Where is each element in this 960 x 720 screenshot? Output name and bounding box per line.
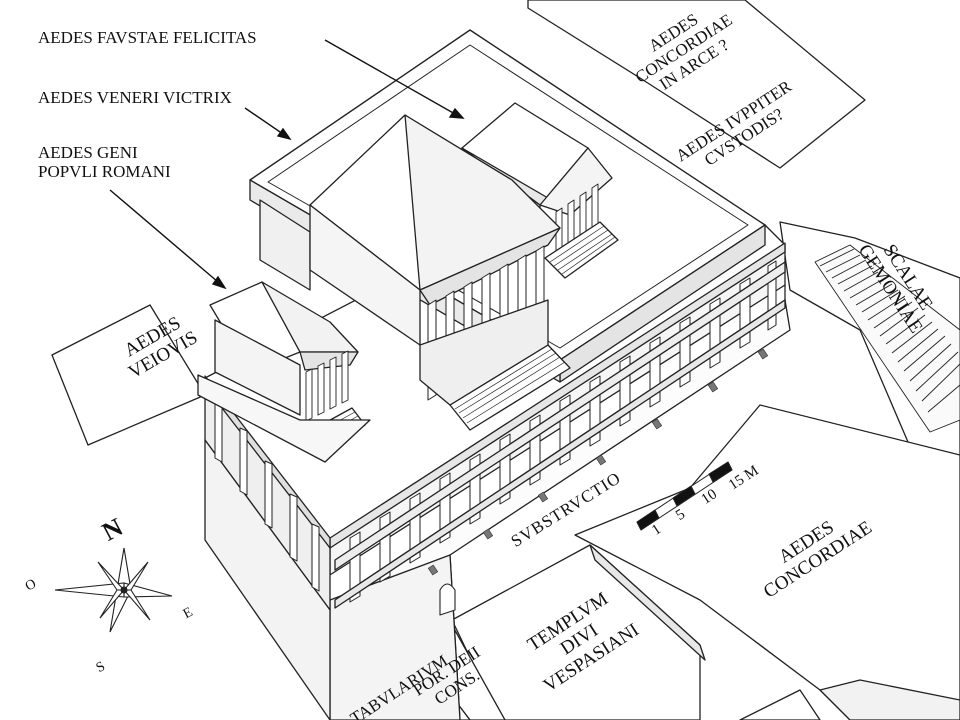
small-temple-cella xyxy=(214,319,301,416)
compass-rose xyxy=(54,547,173,633)
scalae-gemoniae-stairs xyxy=(814,244,960,433)
label-geni-line2: POPVLI ROMANI xyxy=(38,162,171,182)
central-temple-pediment xyxy=(419,227,561,306)
central-temple-podium xyxy=(419,299,549,406)
label-aedes-geni-populi-romani: AEDES GENI POPVLI ROMANI xyxy=(38,143,171,181)
concordiae-plot xyxy=(574,404,960,720)
right-corner-plot xyxy=(739,689,821,720)
label-aedes-faustae-felicitas: AEDES FAVSTAE FELICITAS xyxy=(38,28,257,47)
small-temple-columns xyxy=(305,350,349,422)
concordiae-front xyxy=(819,679,960,720)
small-temple-platform xyxy=(197,374,371,463)
substructio-windows xyxy=(428,348,768,576)
right-temple-columns xyxy=(555,183,599,255)
colonnade-entablature xyxy=(334,261,786,571)
arched-doorway xyxy=(439,583,456,616)
colonnade-stylobate xyxy=(334,299,786,609)
arx-plot xyxy=(527,0,866,169)
scale-bar xyxy=(636,461,733,531)
left-lower-wall xyxy=(204,439,331,720)
vespasiani-edge xyxy=(589,544,706,661)
temenos-left-wall xyxy=(259,199,311,291)
label-aedes-veneri-victrix: AEDES VENERI VICTRIX xyxy=(38,88,232,107)
label-geni-line1: AEDES GENI xyxy=(38,143,138,162)
right-temple-steps xyxy=(544,221,619,279)
